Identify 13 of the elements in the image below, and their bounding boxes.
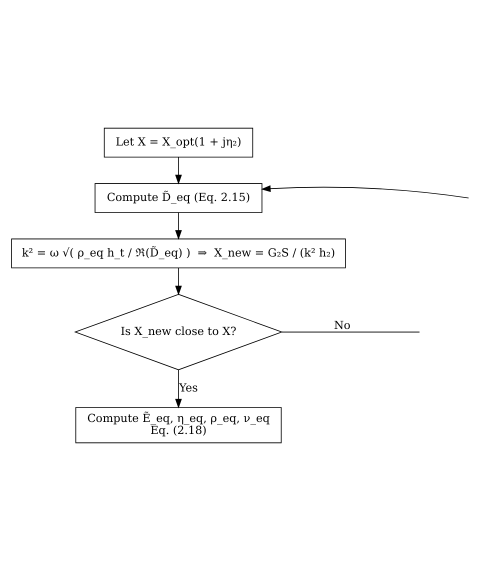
arrow — [175, 212, 182, 240]
node-box: Compute Ẽ_eq, η_eq, ρ_eq, ν_eq Eq. (2.18) — [75, 406, 282, 443]
node-diamond: Is X_new close to X? — [74, 293, 283, 370]
edge-label: No — [334, 318, 351, 332]
connector — [281, 331, 420, 332]
node-box: Let X = X_opt(1 + jη₂) — [104, 127, 254, 157]
node-box: k² = ω √( ρ_eq h_t / ℜ(D̃_eq) ) ⇒ X_new = G₂S / (k² h₂) — [11, 238, 346, 268]
node-box: Compute D̃_eq (Eq. 2.15) — [94, 182, 262, 212]
arrow — [175, 368, 182, 408]
arrow — [175, 267, 182, 295]
edge-label: Yes — [179, 381, 198, 394]
arrow — [260, 184, 470, 198]
arrow — [175, 156, 182, 184]
